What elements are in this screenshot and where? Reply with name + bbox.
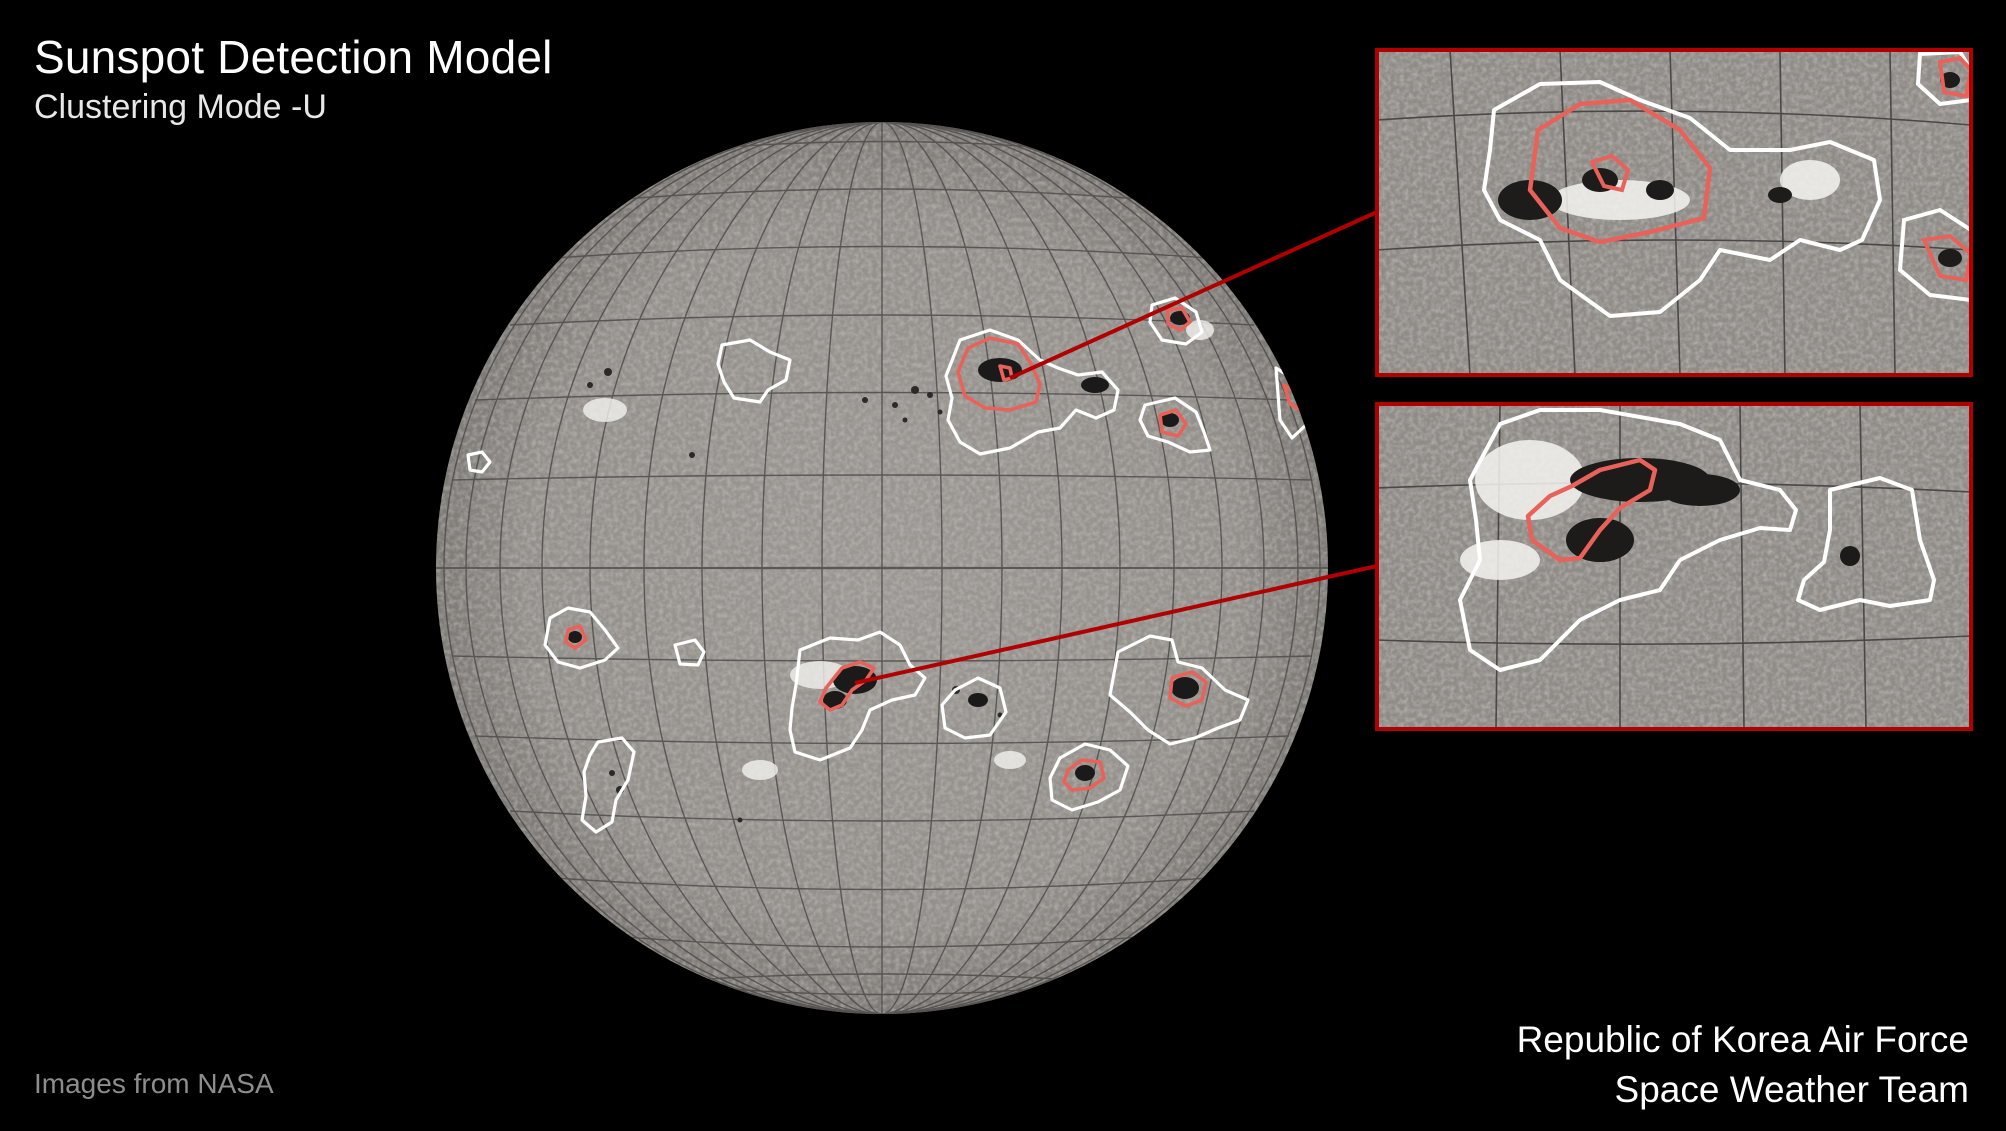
cluster-outline xyxy=(1138,396,1212,454)
cluster-outline xyxy=(940,676,1008,740)
cluster-outline xyxy=(543,606,620,670)
inset-zoom-northern-region xyxy=(1375,48,1973,377)
umbra-outline xyxy=(1166,306,1192,332)
image-credit: Images from NASA xyxy=(34,1068,274,1099)
umbra-outline xyxy=(1158,408,1188,438)
cluster-outline xyxy=(788,630,927,762)
callout-lines xyxy=(854,210,1378,685)
figure-subtitle: Clustering Mode -U xyxy=(34,88,327,126)
umbra-outline xyxy=(1168,670,1208,708)
sun-disk xyxy=(436,122,1328,1014)
cluster-outline xyxy=(1108,634,1250,746)
cluster-outline xyxy=(716,338,792,404)
inset-border xyxy=(1375,48,1973,377)
umbra-outline xyxy=(956,336,1042,412)
coordinate-grid xyxy=(436,122,1328,1014)
organization-line-2: Space Weather Team xyxy=(1614,1069,1969,1110)
figure-title: Sunspot Detection Model xyxy=(34,31,553,83)
organization-label: Republic of Korea Air Force Space Weathe… xyxy=(1517,1015,1969,1115)
cluster-outline xyxy=(673,638,706,667)
umbra-outlines xyxy=(564,306,1302,792)
cluster-outline xyxy=(466,450,492,474)
umbra-outline xyxy=(818,660,876,712)
organization-line-1: Republic of Korea Air Force xyxy=(1516,1019,1969,1060)
inset-border xyxy=(1375,402,1973,731)
cluster-outline xyxy=(580,736,636,834)
cluster-outline xyxy=(1048,742,1130,812)
inset-zoom-southern-region xyxy=(1375,402,1973,731)
umbra-outline xyxy=(564,624,588,650)
umbra-outline xyxy=(1062,758,1106,792)
